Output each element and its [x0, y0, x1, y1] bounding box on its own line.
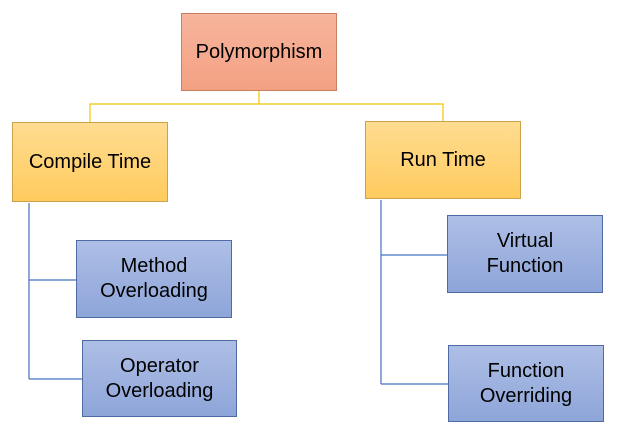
node-function-overriding: Function Overriding — [448, 345, 604, 422]
leaf-connectors — [28, 200, 448, 385]
node-method-overloading: Method Overloading — [76, 240, 232, 318]
connector-root-run-time — [259, 103, 444, 121]
node-virtual-function: Virtual Function — [447, 215, 603, 293]
node-label: Compile Time — [28, 150, 152, 173]
connector-root-compile-time — [89, 91, 260, 122]
node-run-time: Run Time — [365, 121, 521, 199]
node-label: Function Overriding — [479, 359, 573, 407]
root-connectors — [89, 91, 444, 122]
node-label: Run Time — [400, 148, 486, 171]
node-label: Virtual Function — [486, 230, 564, 277]
node-polymorphism: Polymorphism — [181, 13, 337, 91]
node-compile-time: Compile Time — [12, 122, 168, 202]
node-label: Method Overloading — [100, 255, 208, 302]
node-label: Polymorphism — [195, 40, 323, 63]
node-label: Operator Overloading — [105, 354, 214, 402]
node-operator-overloading: Operator Overloading — [82, 340, 237, 417]
